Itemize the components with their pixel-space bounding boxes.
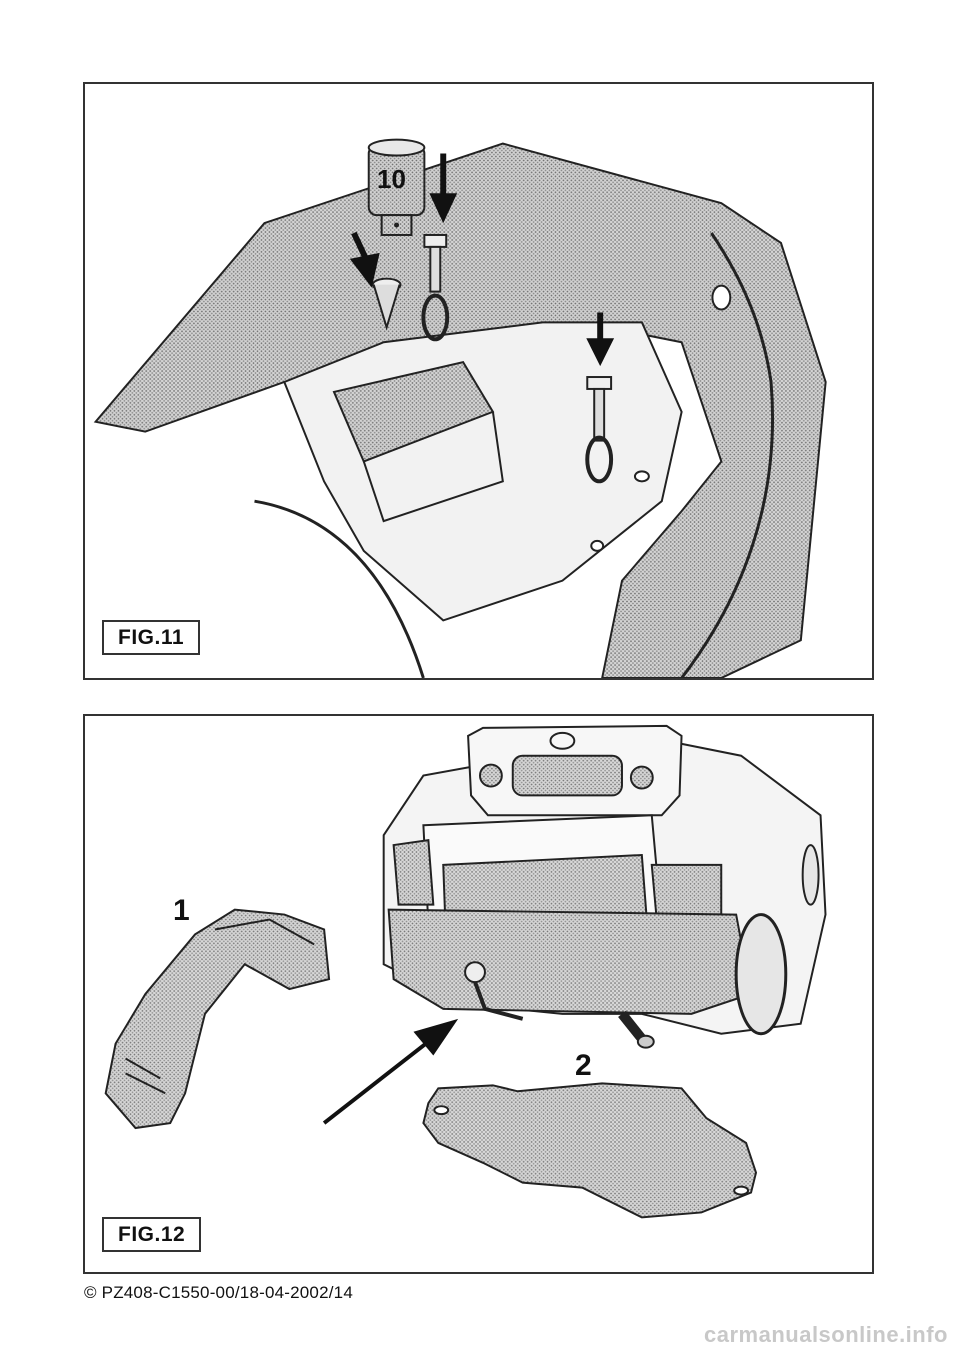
mounting-hole [590,539,605,552]
mounting-hole [633,470,650,483]
callout-number: 2 [575,1049,592,1082]
spacer-icon [371,277,402,331]
brand-logo-icon [549,731,576,750]
wheel-arch-left [254,499,425,678]
trunk-floor-illustration [93,138,827,678]
tow-hook-icon [464,961,524,1021]
figure-label: FIG.11 [102,620,201,655]
pointing-arrow-icon [322,1018,459,1125]
down-arrow-icon [586,312,615,367]
floor-board-part [422,1082,758,1219]
figure-11-panel: 10 FIG.11 [83,82,874,680]
socket-size-label: 10 [377,164,406,194]
floor-pan [283,321,683,622]
bolt-icon [585,376,614,484]
callout-number: 1 [173,894,190,927]
wheel [734,913,788,1036]
mounting-hole [711,284,732,311]
car-trunk-illustration [104,724,827,1219]
socket-wrench-icon [367,138,426,236]
wheel-arch-right [680,232,775,678]
watermark-text: carmanualsonline.info [704,1322,948,1347]
bolt-icon [421,233,450,342]
car-rear-view [382,724,827,1049]
figure-12-panel: 1 2 FIG.12 [83,714,874,1274]
exhaust-pipe [618,1010,646,1042]
figure-label: FIG.12 [102,1217,202,1252]
document-footer: © PZ408-C1550-00/18-04-2002/14 [84,1283,353,1302]
down-arrow-icon [429,153,458,224]
tool-tray-part [104,908,331,1130]
down-arrow-icon [349,231,380,288]
